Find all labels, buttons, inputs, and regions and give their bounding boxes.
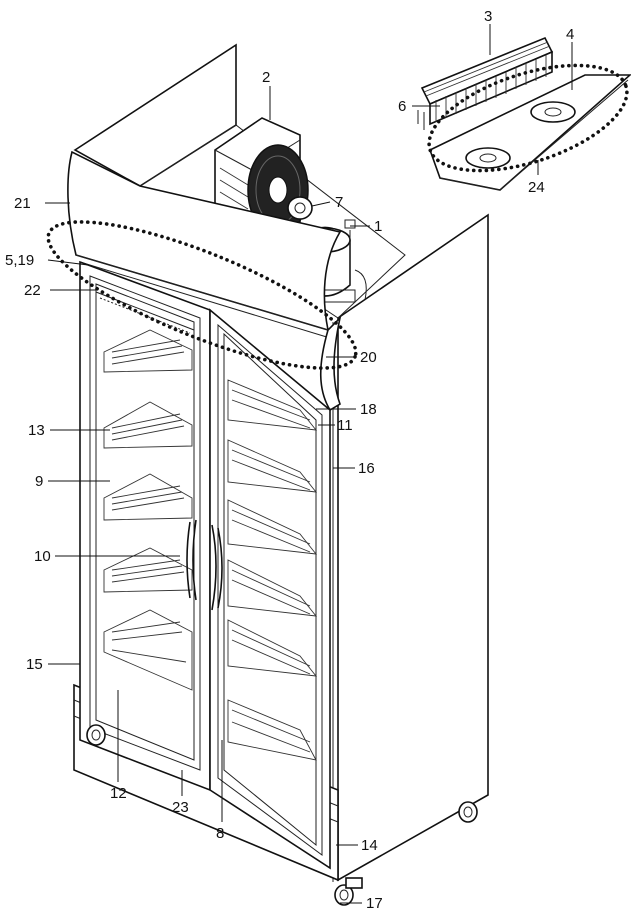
left-door bbox=[79, 260, 211, 792]
callout-24: 24 bbox=[528, 179, 545, 196]
callout-21: 21 bbox=[14, 195, 31, 212]
callout-18: 18 bbox=[360, 401, 377, 418]
callout-8: 8 bbox=[216, 825, 224, 842]
callout-9: 9 bbox=[35, 473, 43, 490]
callout-20: 20 bbox=[360, 349, 377, 366]
callout-12: 12 bbox=[110, 785, 127, 802]
callout-14: 14 bbox=[361, 837, 378, 854]
leader-lines bbox=[45, 24, 573, 904]
callout-5-19: 5,19 bbox=[5, 252, 34, 269]
callout-16: 16 bbox=[358, 460, 375, 477]
evaporator-highlight-ellipse bbox=[427, 63, 629, 173]
right-door bbox=[209, 308, 331, 870]
callout-3: 3 bbox=[484, 8, 492, 25]
callout-15: 15 bbox=[26, 656, 43, 673]
callout-1: 1 bbox=[374, 218, 382, 235]
callout-6: 6 bbox=[398, 98, 406, 115]
top-canopy bbox=[67, 150, 342, 412]
callout-13: 13 bbox=[28, 422, 45, 439]
callout-2: 2 bbox=[262, 69, 270, 86]
callout-7: 7 bbox=[335, 194, 343, 211]
callout-23: 23 bbox=[172, 799, 189, 816]
callout-17: 17 bbox=[366, 895, 383, 912]
callout-22: 22 bbox=[24, 282, 41, 299]
castors bbox=[86, 724, 478, 906]
callout-11: 11 bbox=[337, 417, 353, 434]
callout-labels: 1 2 3 4 5,19 6 7 8 9 10 11 12 13 14 15 1… bbox=[5, 8, 574, 912]
callout-4: 4 bbox=[566, 26, 574, 43]
callout-10: 10 bbox=[34, 548, 51, 565]
evaporator-detail bbox=[417, 36, 631, 191]
